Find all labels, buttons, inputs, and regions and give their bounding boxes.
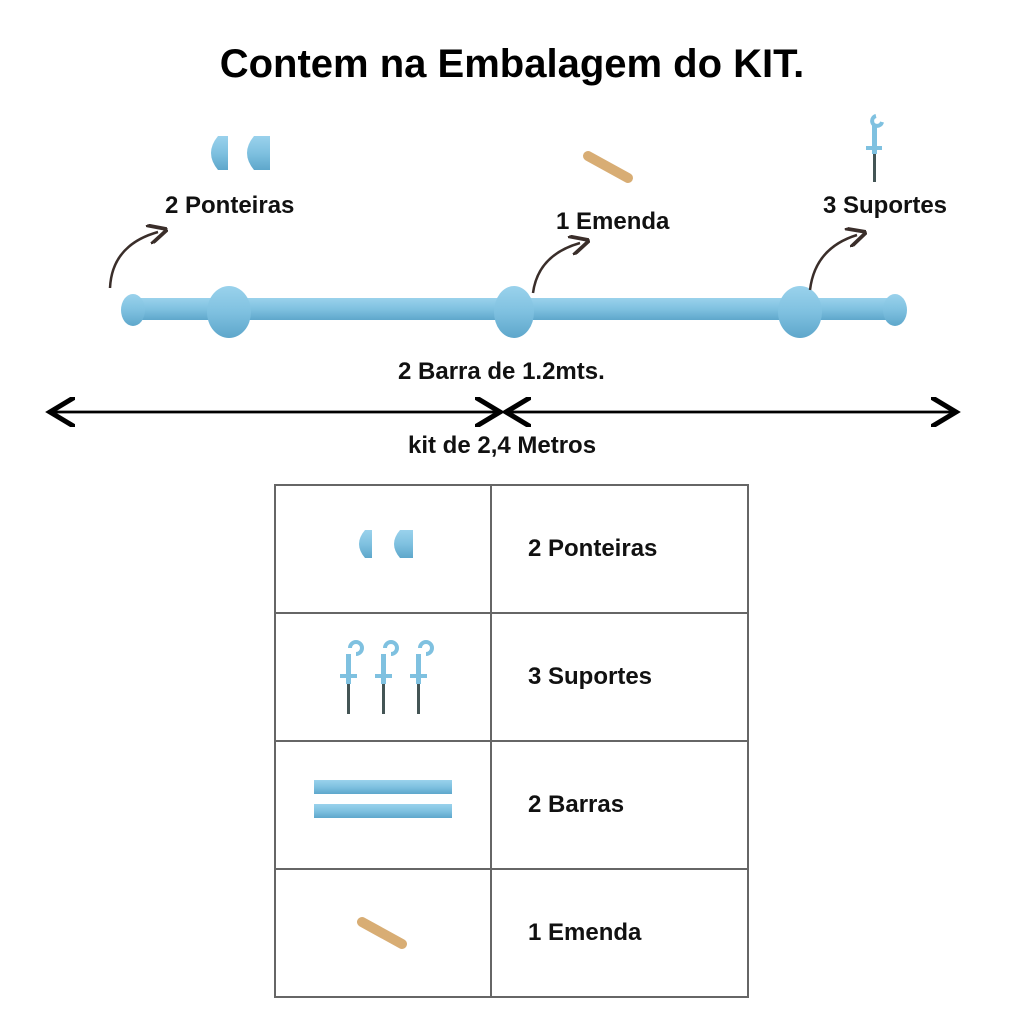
kit-diagram	[0, 114, 1024, 480]
end-caps-icon	[359, 530, 413, 558]
curtain-rod	[121, 286, 907, 338]
table-row: 2 Barras	[274, 740, 749, 870]
table-row: 2 Ponteiras	[274, 484, 749, 614]
brackets-icon	[340, 640, 434, 714]
bracket-knob	[778, 286, 822, 338]
page-title: Contem na Embalagem do KIT.	[219, 42, 805, 86]
kit-length-label: kit de 2,4 Metros	[408, 432, 597, 459]
kit-contents-table: 2 Ponteiras 3 Suportes 2 Barras 1 Emenda	[274, 484, 749, 998]
rods-icon	[314, 780, 452, 818]
table-row: 3 Suportes	[274, 612, 749, 742]
suportes-label: 3 Suportes	[823, 192, 948, 219]
ponteiras-label: 2 Ponteiras	[165, 192, 295, 219]
connector-icon	[583, 151, 633, 183]
table-row: 1 Emenda	[274, 868, 749, 998]
barra-label: 2 Barra de 1.2mts.	[398, 358, 605, 385]
pointer-arrows	[108, 232, 857, 294]
bracket-knob	[207, 286, 251, 338]
connector-icon	[357, 917, 407, 949]
end-caps-icon	[211, 136, 270, 170]
emenda-label: 1 Emenda	[556, 208, 670, 235]
row-label: 3 Suportes	[490, 612, 749, 742]
row-label: 1 Emenda	[490, 868, 749, 998]
bracket-icon	[866, 114, 884, 182]
row-label: 2 Ponteiras	[490, 484, 749, 614]
row-label: 2 Barras	[490, 740, 749, 870]
connector-knob	[494, 286, 534, 338]
